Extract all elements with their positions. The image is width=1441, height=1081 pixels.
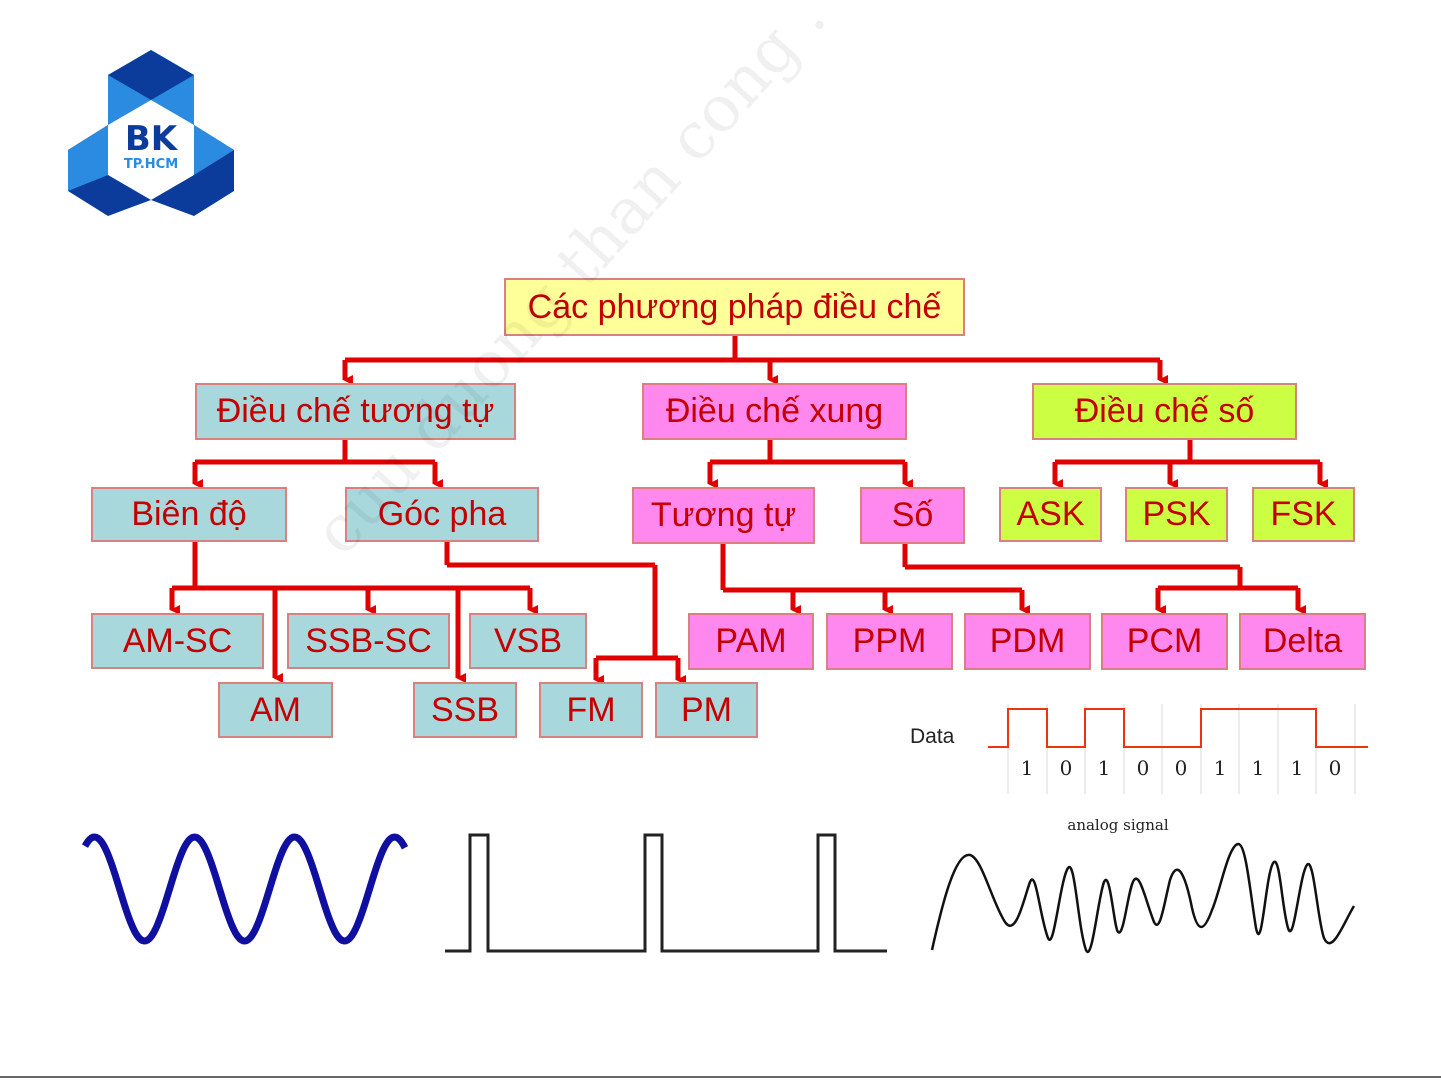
sine-wave-plot xyxy=(80,822,410,957)
node-ssb-sc: SSB-SC xyxy=(287,613,450,669)
node-pm: PM xyxy=(655,682,758,738)
data-waveform xyxy=(988,709,1368,747)
bit-label: 1 xyxy=(1291,756,1304,780)
bit-label: 0 xyxy=(1329,756,1342,780)
node-am-sc: AM-SC xyxy=(91,613,264,669)
node-pdm: PDM xyxy=(964,613,1091,670)
node-psk: PSK xyxy=(1125,487,1228,542)
node-pulse-analog: Tương tự xyxy=(632,487,815,544)
sine-wave xyxy=(85,837,405,941)
bit-label: 1 xyxy=(1214,756,1227,780)
analog-signal-plot: analog signal xyxy=(920,810,1370,970)
data-signal-plot: Data 1 0 1 0 0 1 1 1 0 xyxy=(900,700,1380,800)
bit-label: 1 xyxy=(1021,756,1034,780)
node-delta: Delta xyxy=(1239,613,1366,670)
node-ssb: SSB xyxy=(413,682,517,738)
node-analog-modulation: Điều chế tương tự xyxy=(195,383,516,440)
pulse-train-waveform xyxy=(445,835,887,951)
node-am: AM xyxy=(218,682,333,738)
bit-label: 0 xyxy=(1060,756,1073,780)
bit-label: 1 xyxy=(1252,756,1265,780)
node-digital-modulation: Điều chế số xyxy=(1032,383,1297,440)
footer-divider xyxy=(0,1076,1441,1078)
node-ppm: PPM xyxy=(826,613,953,670)
node-pcm: PCM xyxy=(1101,613,1228,670)
node-angle: Góc pha xyxy=(345,487,539,542)
node-fm: FM xyxy=(539,682,643,738)
bit-label: 0 xyxy=(1137,756,1150,780)
node-vsb: VSB xyxy=(469,613,587,669)
node-pulse-digital: Số xyxy=(860,487,965,544)
node-root: Các phương pháp điều chế xyxy=(504,278,965,336)
pulse-train-plot xyxy=(440,825,890,960)
node-fsk: FSK xyxy=(1252,487,1355,542)
data-signal-label: Data xyxy=(910,725,955,748)
analog-waveform xyxy=(932,844,1354,952)
node-ask: ASK xyxy=(999,487,1102,542)
node-pam: PAM xyxy=(688,613,814,670)
analog-signal-label: analog signal xyxy=(1067,816,1168,834)
bit-label: 1 xyxy=(1098,756,1111,780)
bit-label: 0 xyxy=(1175,756,1188,780)
node-amplitude: Biên độ xyxy=(91,487,287,542)
node-pulse-modulation: Điều chế xung xyxy=(642,383,907,440)
